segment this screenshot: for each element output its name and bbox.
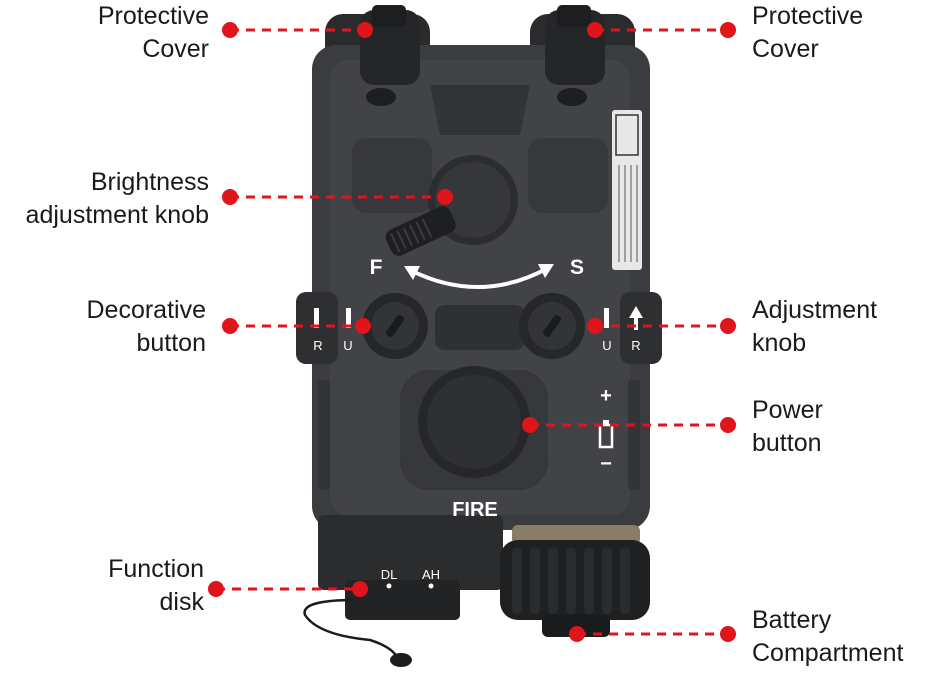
marking-dl: DL: [381, 567, 398, 582]
label-adjustment-knob: Adjustment knob: [752, 296, 878, 357]
label-battery-compartment: Battery Compartment: [752, 606, 904, 667]
marking-minus: −: [600, 453, 612, 475]
marking-r-right: R: [631, 338, 640, 353]
callout-leader-lines: [216, 28, 728, 636]
rail-groove-right: [628, 380, 640, 490]
lanyard-cord: [303, 598, 400, 661]
top-recess: [430, 85, 530, 135]
battery-indicator-icon: [598, 420, 614, 449]
marking-s: S: [570, 256, 584, 279]
marking-r-left: R: [313, 338, 322, 353]
function-housing: [318, 515, 503, 590]
marking-ah: AH: [422, 567, 440, 582]
label-decorative-button: Decorative button: [86, 296, 207, 357]
decorative-button-shape: [362, 293, 428, 359]
label-function-disk: Function disk: [108, 555, 204, 616]
brightness-knob-lever: [385, 206, 456, 256]
label-brightness-adjustment-knob: Brightness adjustment knob: [25, 168, 209, 229]
recess-left: [352, 138, 432, 213]
fs-arc-arrow: [409, 266, 549, 289]
callout-dots: [208, 22, 736, 642]
marking-f: F: [370, 256, 383, 279]
label-power-button: Power button: [752, 396, 823, 457]
battery-cap-shape: [500, 525, 650, 637]
marking-fire: FIRE: [452, 499, 498, 521]
side-rail-right: [620, 292, 662, 364]
rail-groove-left: [318, 380, 330, 490]
recess-right: [528, 138, 608, 213]
protective-cover-left-shape: [360, 5, 420, 106]
marking-u-left: U: [343, 338, 352, 353]
protective-cover-right-shape: [545, 5, 605, 106]
marking-plus: +: [600, 385, 612, 407]
label-protective-cover-right: Protective Cover: [752, 2, 864, 63]
function-disk-shape: [345, 580, 460, 620]
power-button-shape: [400, 366, 548, 490]
adjustment-knob-shape: [519, 293, 585, 359]
label-protective-cover-left: Protective Cover: [97, 2, 209, 63]
center-window: [435, 305, 525, 350]
marking-u-right: U: [602, 338, 611, 353]
